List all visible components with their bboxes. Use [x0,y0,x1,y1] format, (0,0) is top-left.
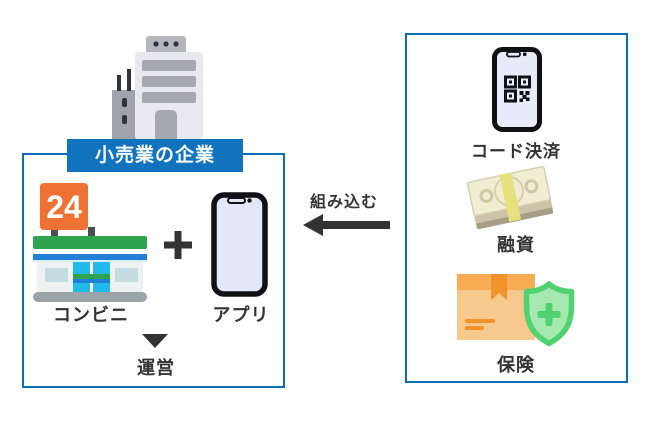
embed-label: 組み込む [309,194,378,211]
convenience-store-icon: 24 [33,183,147,302]
store-caption: コンビニ [53,305,129,325]
cash-icon [466,166,554,230]
left-arrow-icon [303,214,390,236]
operate-caption: 運営 [137,358,175,378]
company-label: 小売業の企業 [67,139,243,172]
package-icon [457,274,575,347]
down-triangle-icon [142,334,168,348]
services-box [405,33,628,383]
loan-caption: 融資 [497,235,535,255]
code-payment-caption: コード決済 [471,142,561,161]
office-building-icon [112,36,203,140]
insurance-caption: 保険 [497,355,535,375]
smartphone-app-icon [211,192,268,297]
app-caption: アプリ [212,305,270,325]
qr-payment-phone-icon [492,47,542,132]
plus-icon [164,231,192,259]
shield-icon [523,281,575,347]
store-sign-24: 24 [46,189,82,225]
